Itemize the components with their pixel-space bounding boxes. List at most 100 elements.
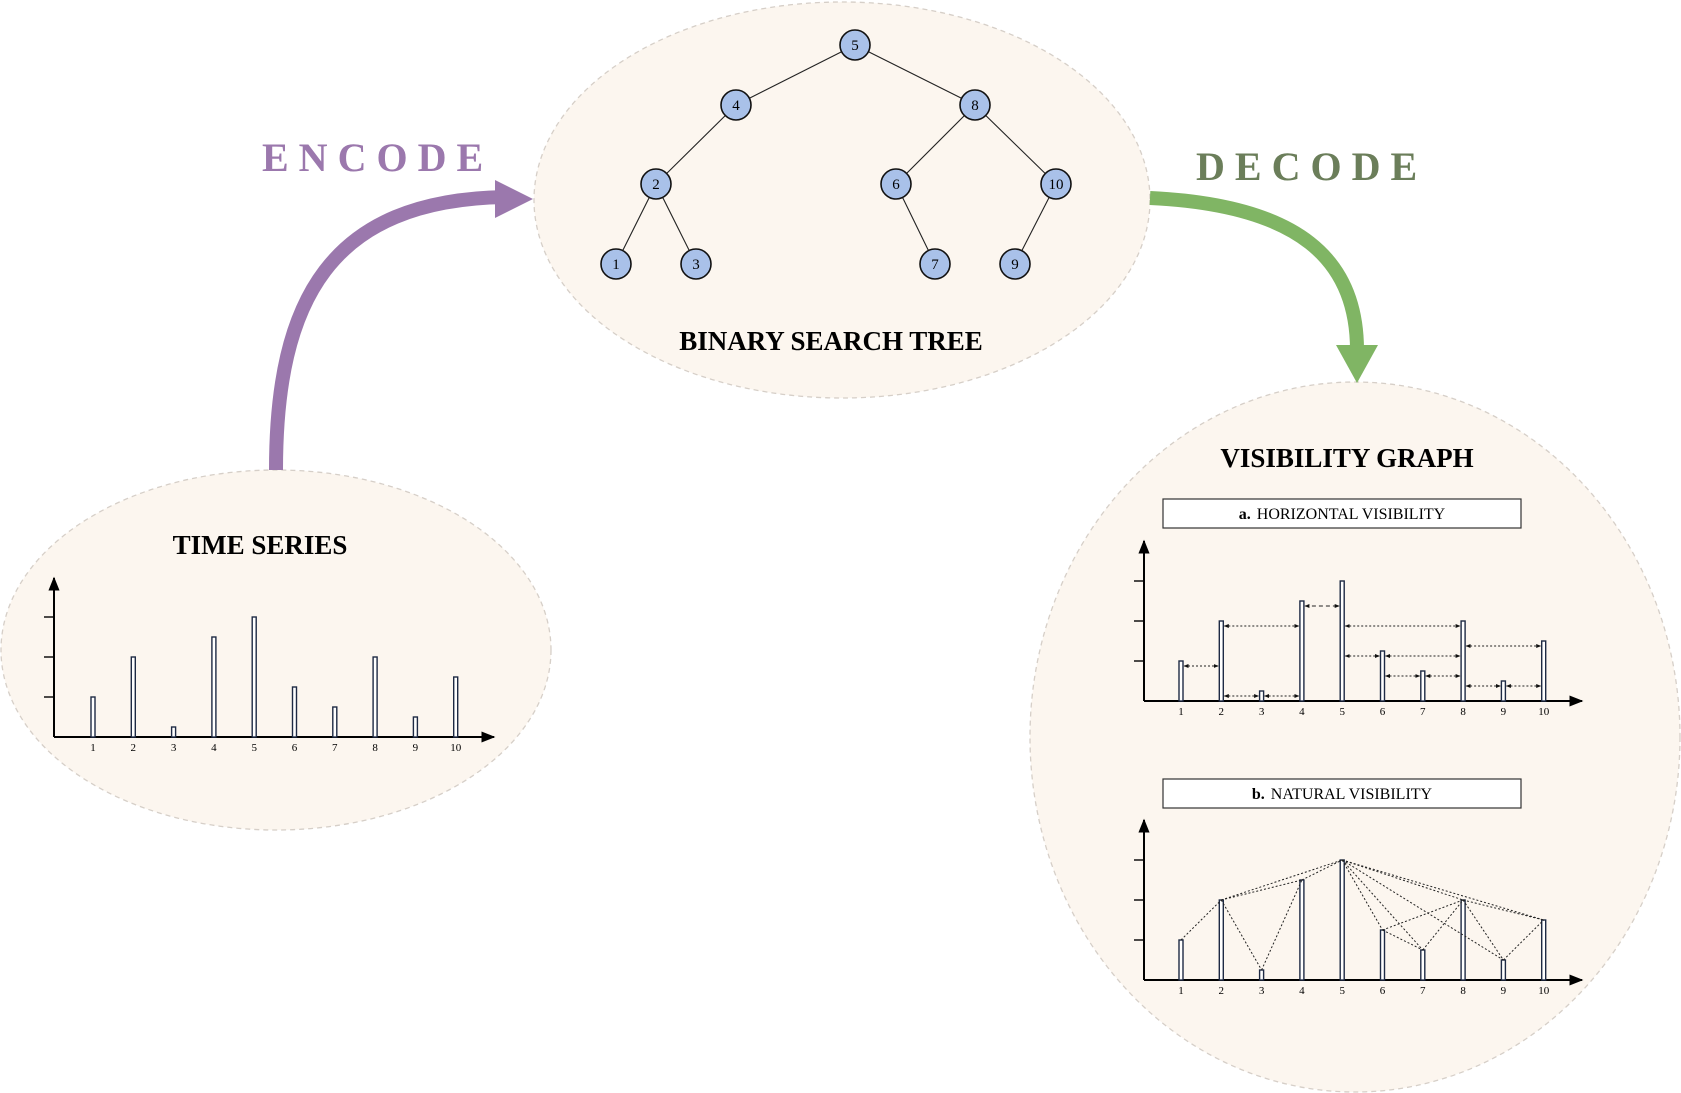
bar [1540,919,1547,981]
panel-b-header: b. NATURAL VISIBILITY [1252,786,1433,803]
x-tick-label: 7 [1420,706,1426,718]
tree-node [919,248,951,280]
natural-visibility-link [1341,859,1424,951]
x-tick-label: 2 [1219,985,1225,997]
x-tick-label: 7 [332,742,338,754]
x-tick-label: 2 [131,742,137,754]
natural-visibility-link [1341,859,1383,931]
bar [170,726,177,738]
x-tick-label: 10 [1538,985,1550,997]
tree-edge [974,104,1057,185]
x-tick-label: 5 [251,742,257,754]
panel-a-header: a.HORIZONTAL VISIBILITY [1239,506,1446,523]
x-tick-label: 3 [171,742,177,754]
tree-node [600,248,632,280]
tree-node-label: 3 [692,257,700,273]
bar [1178,660,1184,702]
x-tick-label: 7 [1420,985,1426,997]
natural-visibility-link [1220,899,1263,971]
tree-node-label: 6 [892,177,900,193]
bar [291,686,298,738]
bar [1379,650,1386,702]
bar [1379,929,1386,981]
bar [1258,969,1265,981]
natural-visibility-link [1462,899,1504,961]
bar [1540,640,1547,702]
bar [130,656,137,738]
bar [211,636,217,738]
tree-edge [895,104,976,185]
visibility-graph-title: VISIBILITY GRAPH [1220,443,1473,473]
x-tick-label: 8 [1460,706,1466,718]
x-tick-label: 5 [1339,706,1345,718]
tree-node-label: 9 [1011,257,1019,273]
x-tick-label: 4 [1299,985,1305,997]
bar [1339,580,1345,702]
x-tick-label: 3 [1259,706,1265,718]
x-tick-label: 9 [1501,706,1507,718]
tree-node-label: 5 [851,38,859,54]
x-tick-label: 1 [1178,706,1184,718]
x-tick-label: 9 [413,742,419,754]
x-tick-label: 10 [1538,706,1550,718]
encode-label: ENCODE [262,135,493,180]
x-tick-label: 1 [1178,985,1184,997]
tree-node-label: 1 [612,257,620,273]
bar [1460,620,1466,702]
x-tick-label: 5 [1339,985,1345,997]
tree-node-label: 7 [931,257,939,273]
x-tick-label: 6 [1380,985,1386,997]
natural-visibility-link [1301,859,1343,881]
tree-node [1040,168,1072,200]
natural-visibility-link [1261,879,1303,971]
tree-node [839,29,871,61]
natural-visibility-link [1180,899,1222,941]
x-tick-label: 4 [1299,706,1305,718]
x-tick-label: 10 [450,742,462,754]
tree-node [999,248,1031,280]
bar [1420,670,1426,702]
x-tick-label: 2 [1219,706,1225,718]
bar [1218,620,1225,702]
x-tick-label: 6 [1380,706,1386,718]
x-tick-label: 8 [372,742,378,754]
decode-arrow [1149,191,1364,351]
x-tick-label: 4 [211,742,217,754]
tree-node [959,89,991,121]
tree-node [640,168,672,200]
bar [453,676,459,738]
panel-b-header-box [1162,778,1522,809]
bar [251,616,257,738]
natural-visibility-link [1382,929,1424,951]
panel-a-letter: a. [1239,506,1251,523]
panel-b-letter: b. [1252,786,1265,803]
natural-visibility-link [1462,899,1544,921]
bar [1299,600,1305,702]
tree-node [720,89,752,121]
tree-edge [735,44,856,106]
tree-node [880,168,912,200]
time-series-blob [0,469,552,831]
panel-b-title: NATURAL VISIBILITY [1271,786,1433,803]
tree-node-label: 10 [1049,177,1064,193]
visibility-graph-blob [1029,381,1681,1093]
x-tick-label: 3 [1259,985,1265,997]
decode-label: DECODE [1196,144,1427,189]
horizontal-visibility-chart: 1 2 3 4 5 6 7 8 9 10 [1134,539,1584,718]
bar [1460,899,1466,981]
bar [332,706,338,738]
natural-visibility-chart: 1 2 3 4 5 6 7 8 9 10 [1134,818,1584,997]
x-tick-label: 8 [1460,985,1466,997]
panel-a-header-box [1162,498,1522,529]
x-tick-label: 9 [1501,985,1507,997]
time-series-title: TIME SERIES [173,530,348,560]
natural-visibility-link [1503,919,1545,961]
bar [1420,949,1426,981]
x-tick-label: 6 [292,742,298,754]
natural-visibility-link [1342,859,1464,901]
bar [412,716,419,738]
bar [1500,959,1507,981]
